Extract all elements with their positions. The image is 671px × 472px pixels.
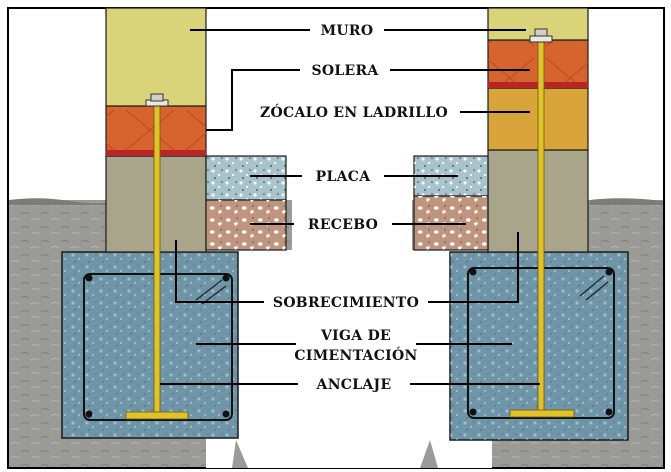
right-anchor-rod bbox=[537, 35, 545, 415]
label-cimentacion: CIMENTACIÓN bbox=[294, 346, 417, 364]
leader-sobrecimiento-left bbox=[175, 240, 264, 303]
label-zocalo-en-ladrillo: ZÓCALO EN LADRILLO bbox=[260, 103, 448, 121]
label-solera: SOLERA bbox=[311, 63, 379, 79]
right-anchor-plate bbox=[509, 409, 575, 418]
left-wall bbox=[105, 7, 207, 107]
left-anchor-rod bbox=[153, 99, 161, 417]
label-muro: MURO bbox=[321, 23, 374, 39]
right-anchor-nut bbox=[534, 28, 548, 37]
label-anclaje: ANCLAJE bbox=[316, 377, 392, 393]
leader-sobrecimiento-right bbox=[428, 232, 519, 303]
right-anchor-washer bbox=[529, 35, 553, 43]
left-anchor-plate bbox=[125, 411, 189, 420]
leader-solera-left bbox=[206, 69, 300, 131]
labels: MURO SOLERA ZÓCALO EN LADRILLO PLACA REC… bbox=[260, 23, 448, 393]
leader-lines bbox=[160, 29, 540, 385]
left-anchor-nut bbox=[150, 93, 164, 102]
label-recebo: RECEBO bbox=[308, 217, 378, 233]
left-foundation-assembly bbox=[61, 7, 287, 439]
label-viga-de: VIGA DE bbox=[320, 328, 391, 344]
label-placa: PLACA bbox=[316, 169, 372, 185]
label-sobrecimiento: SOBRECIMIENTO bbox=[273, 295, 419, 311]
